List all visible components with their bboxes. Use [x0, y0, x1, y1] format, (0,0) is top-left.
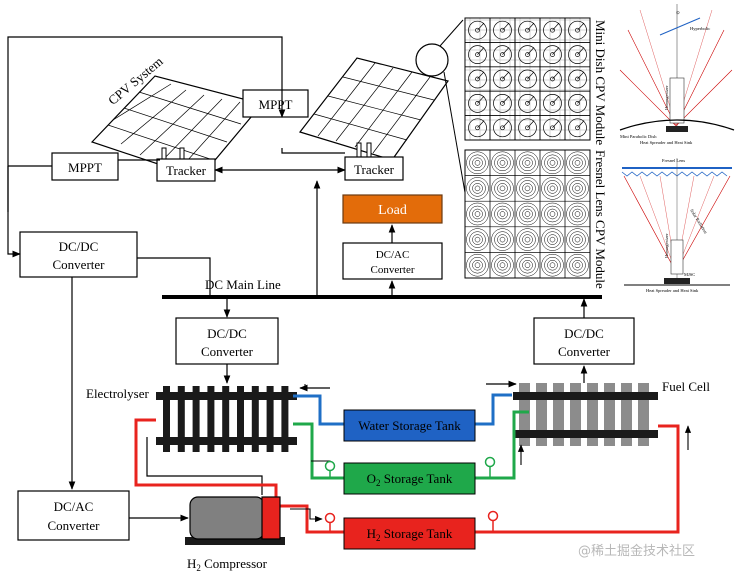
svg-text:Converter: Converter: [558, 344, 611, 359]
svg-text:Water Storage Tank: Water Storage Tank: [358, 418, 461, 433]
svg-text:Converter: Converter: [48, 518, 101, 533]
dish-optics-schematic: Hyperbolic Homogenizer Mini Parabolic Di…: [619, 4, 735, 145]
svg-text:DC/DC: DC/DC: [207, 326, 247, 341]
fresnel-optics-schematic: Fresnel Lens Solar Radiation Homogenizer…: [621, 158, 732, 293]
svg-text:Load: Load: [378, 203, 407, 218]
dc-main-line-label: DC Main Line: [205, 277, 281, 292]
fresnel-module-label: Fresnel Lens CPV Module: [593, 150, 608, 289]
svg-text:MPPT: MPPT: [259, 97, 293, 112]
svg-text:Homogenizer: Homogenizer: [664, 85, 669, 110]
electrolyser-stack: [156, 386, 297, 452]
electrolyser-label: Electrolyser: [86, 386, 149, 401]
svg-text:DC/DC: DC/DC: [564, 326, 604, 341]
mini-dish-module-grid: [464, 17, 591, 141]
water-storage-tank: Water Storage Tank: [343, 409, 476, 442]
fuel-cell-label: Fuel Cell: [662, 379, 710, 394]
svg-text:Converter: Converter: [53, 257, 106, 272]
fuel-cell-stack: [513, 383, 658, 446]
svg-text:Converter: Converter: [371, 264, 415, 276]
svg-text:Converter: Converter: [201, 344, 254, 359]
svg-text:Fresnel Lens: Fresnel Lens: [662, 158, 685, 163]
dcdc-mid-box: DC/DC Converter: [175, 317, 279, 365]
zoom-circle: [415, 43, 449, 77]
svg-text:MJSC: MJSC: [684, 272, 695, 277]
mppt-left-box: MPPT: [51, 152, 119, 181]
gauge-h2-left: [324, 512, 336, 532]
svg-text:Heat Spreader and Heat Sink: Heat Spreader and Heat Sink: [646, 288, 699, 293]
h2-line: [134, 418, 278, 498]
watermark-text: @稀土掘金技术社区: [578, 543, 695, 559]
svg-text:O2 Storage Tank: O2 Storage Tank: [367, 471, 453, 488]
cpv-panel-right: [298, 57, 449, 161]
svg-text:Hyperbolic: Hyperbolic: [690, 26, 710, 31]
dcac-top-box: DC/AC Converter: [342, 242, 443, 280]
svg-text:DC/DC: DC/DC: [59, 239, 99, 254]
gauge-o2-left: [324, 460, 336, 478]
tracker-right-box: Tracker: [344, 156, 404, 181]
svg-text:DC/AC: DC/AC: [54, 499, 94, 514]
svg-text:Tracker: Tracker: [166, 163, 207, 178]
gauge-o2-right: [484, 456, 496, 478]
tracker-left-box: Tracker: [156, 158, 216, 182]
dcac-bottom-box: DC/AC Converter: [17, 490, 130, 541]
svg-text:Mini Parabolic Dish: Mini Parabolic Dish: [620, 134, 657, 139]
svg-text:Homogenizer: Homogenizer: [664, 233, 669, 258]
svg-text:Tracker: Tracker: [354, 162, 395, 177]
mppt-top-box: MPPT: [242, 89, 309, 118]
h2-compressor: [185, 496, 285, 545]
h2-storage-tank: H2 Storage Tank: [343, 517, 476, 550]
o2-storage-tank: O2 Storage Tank: [343, 462, 476, 495]
svg-text:⊙: ⊙: [676, 10, 680, 15]
water-line: [293, 394, 346, 426]
svg-text:DC/AC: DC/AC: [376, 249, 410, 261]
gauge-h2-right: [487, 510, 499, 532]
fresnel-module-grid: [464, 149, 591, 279]
mini-dish-module-label: Mini Dish CPV Module: [593, 20, 608, 145]
dcdc-left-box: DC/DC Converter: [19, 231, 138, 278]
svg-text:MPPT: MPPT: [68, 160, 102, 175]
h2-compressor-label: H2 Compressor: [187, 556, 268, 573]
svg-text:Heat Spreader and Heat Sink: Heat Spreader and Heat Sink: [640, 140, 693, 145]
load-box: Load: [342, 194, 443, 224]
svg-text:H2 Storage Tank: H2 Storage Tank: [367, 526, 453, 543]
dcdc-right-box: DC/DC Converter: [533, 317, 635, 365]
o2-line: [293, 422, 344, 480]
